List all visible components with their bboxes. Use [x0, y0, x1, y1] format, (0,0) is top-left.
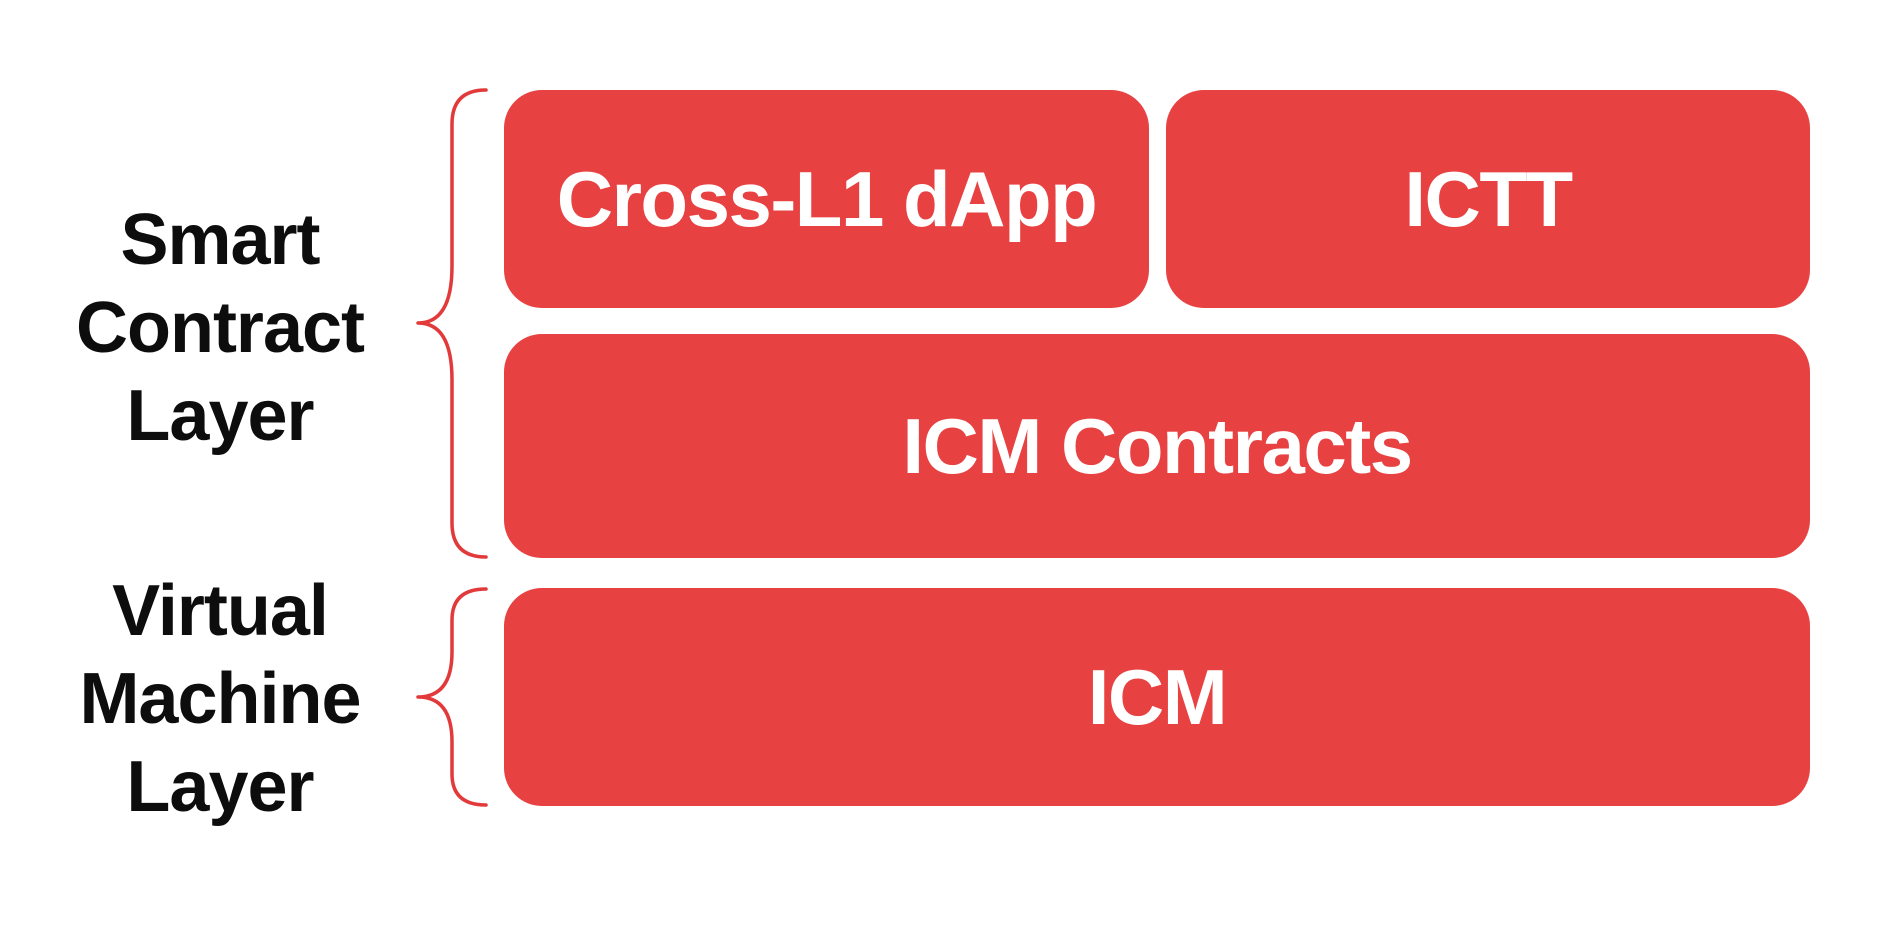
- icm-label: ICM: [1087, 652, 1228, 741]
- virtual-machine-layer-label: Virtual Machine Layer: [30, 567, 410, 831]
- label-line: Virtual: [112, 571, 329, 651]
- cross-l1-dapp-label: Cross-L1 dApp: [556, 154, 1098, 243]
- label-line: Machine: [79, 659, 361, 739]
- label-line: Smart: [120, 200, 320, 280]
- icm-contracts-label: ICM Contracts: [902, 401, 1413, 490]
- icm-box: ICM: [504, 588, 1810, 806]
- virtual-machine-layer-brace-icon: [416, 587, 488, 807]
- label-line: Contract: [75, 288, 365, 368]
- label-line: Layer: [126, 747, 314, 827]
- label-line: Layer: [126, 376, 314, 456]
- icm-contracts-box: ICM Contracts: [504, 334, 1810, 558]
- ictt-box: ICTT: [1166, 90, 1810, 308]
- smart-contract-layer-label: Smart Contract Layer: [30, 196, 410, 460]
- smart-contract-layer-brace-icon: [416, 88, 488, 559]
- ictt-label: ICTT: [1404, 154, 1573, 243]
- cross-l1-dapp-box: Cross-L1 dApp: [504, 90, 1149, 308]
